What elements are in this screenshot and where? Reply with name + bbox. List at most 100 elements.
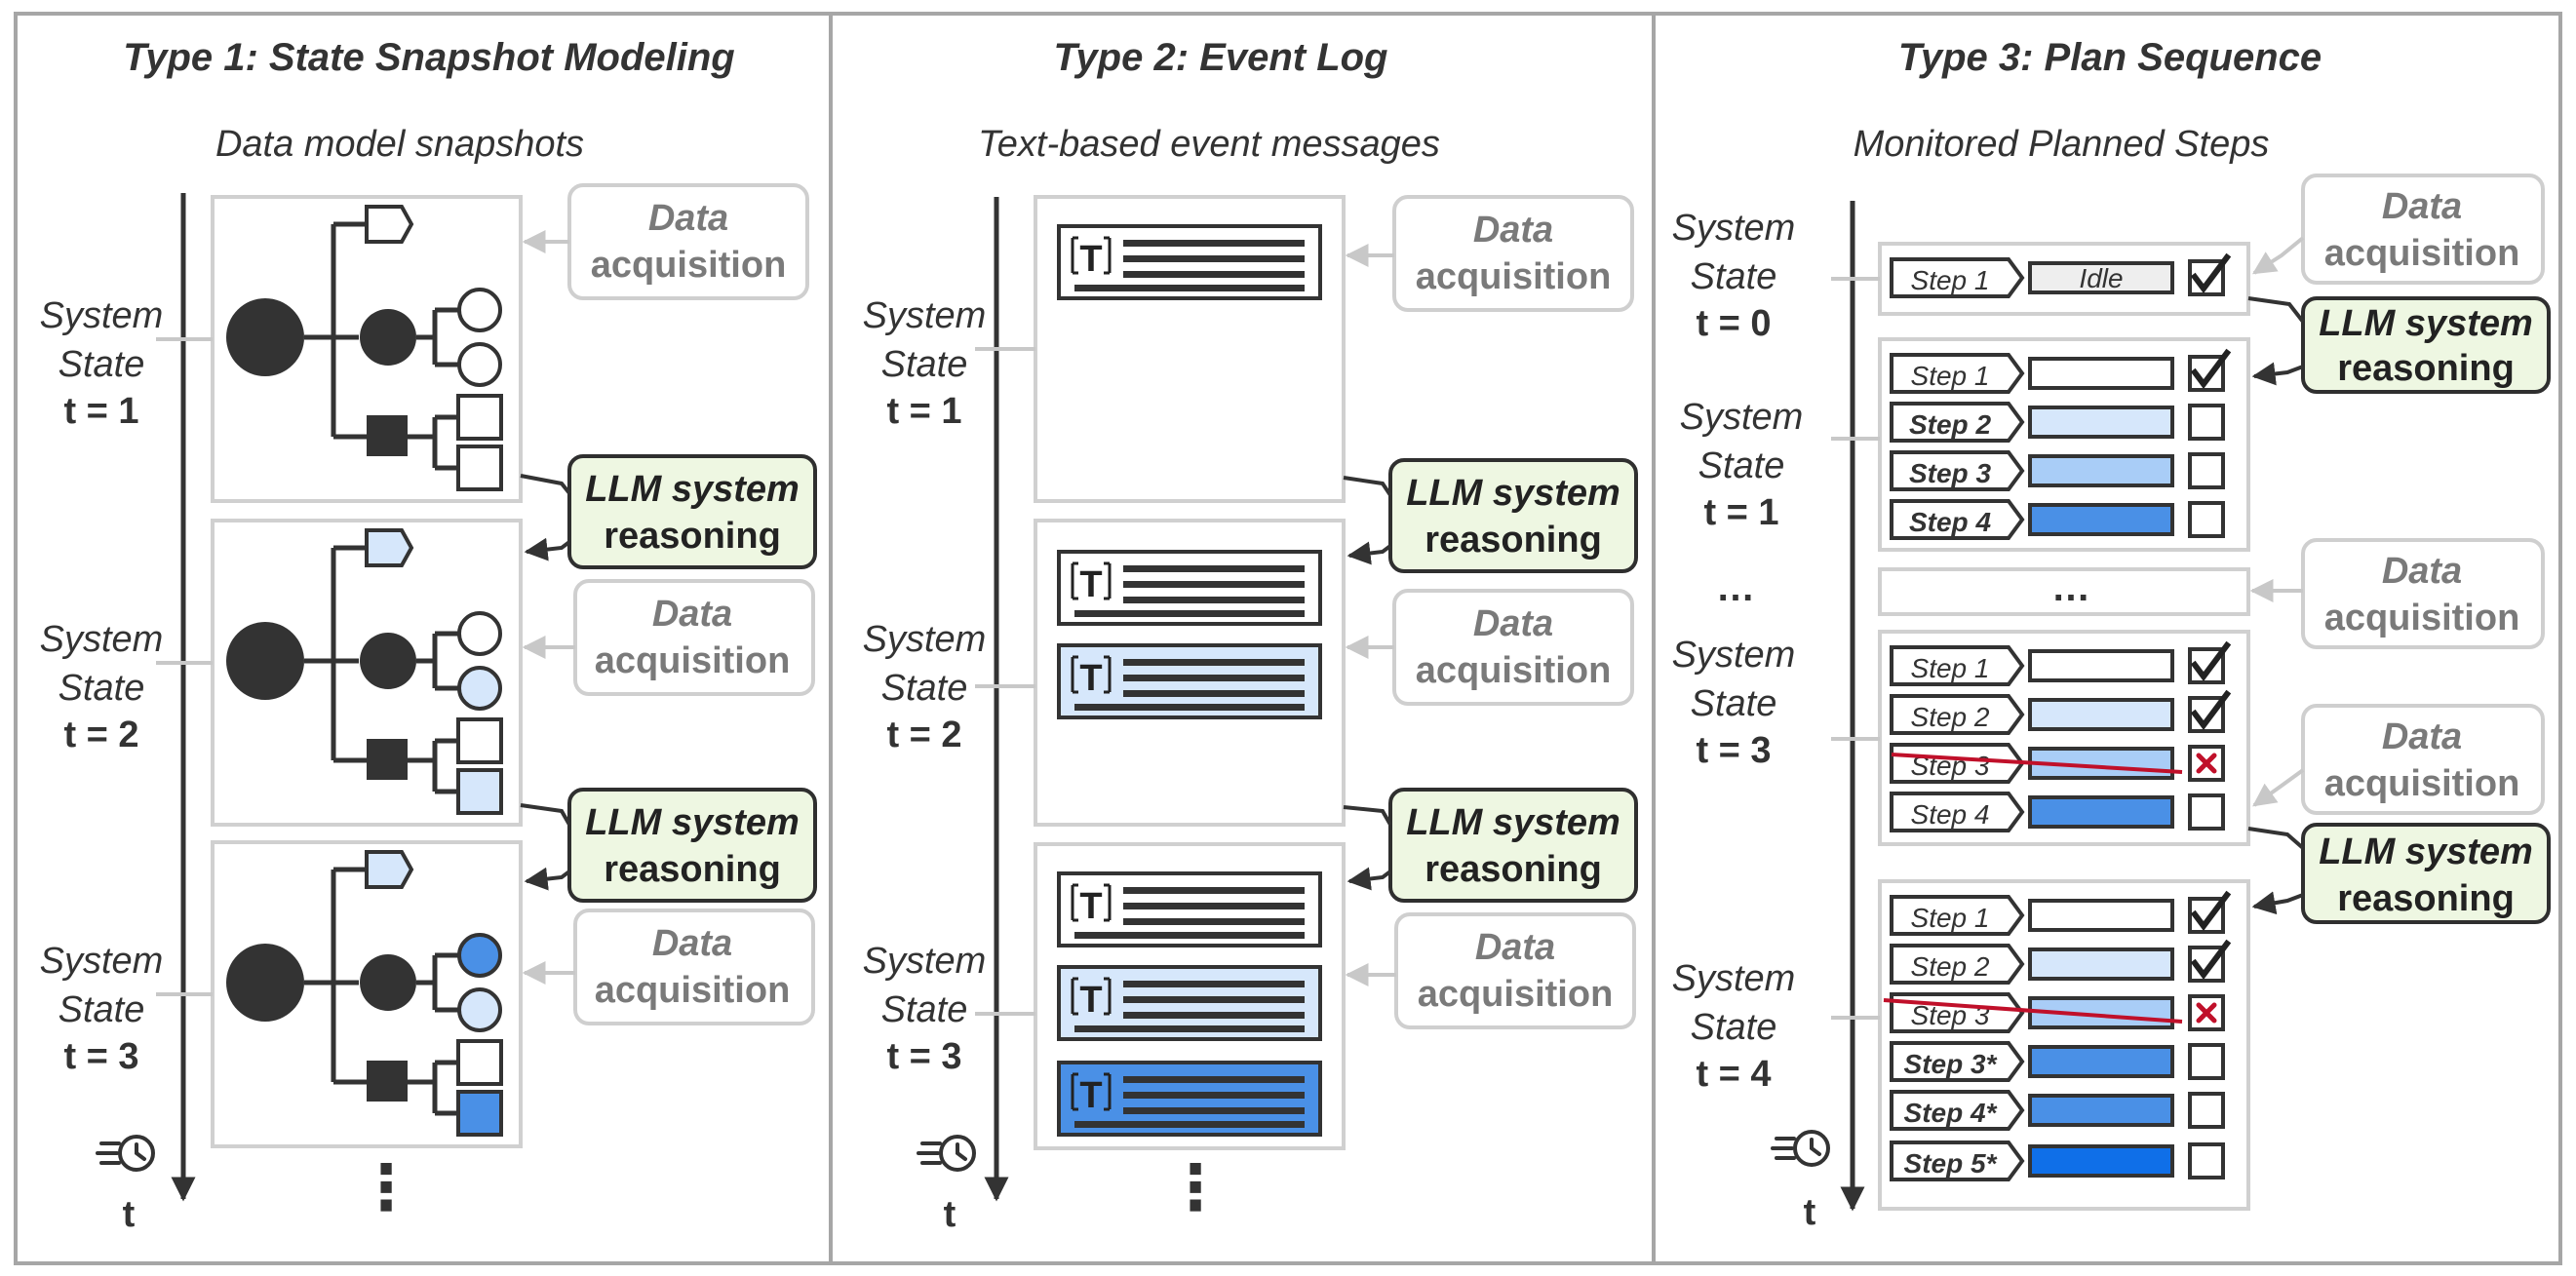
svg-text:t = 2: t = 2: [63, 715, 138, 755]
svg-text:LLM system: LLM system: [1406, 473, 1620, 514]
plan-box: Step 1 Step 2 Step 3 Step 4: [1878, 630, 2250, 846]
svg-text:reasoning: reasoning: [2337, 348, 2515, 389]
state-label: System State t = 4: [1672, 958, 1880, 1095]
svg-text:Data: Data: [1475, 927, 1555, 968]
svg-text:LLM system: LLM system: [2319, 831, 2533, 872]
plan-box: Step 1 Idle: [1878, 242, 2250, 316]
svg-text:System: System: [863, 295, 987, 336]
text-document-icon: [1057, 871, 1322, 947]
checkmark-icon: [2190, 645, 2227, 682]
state-label: System State t = 0: [1672, 208, 1880, 344]
svg-text:Step 4*: Step 4*: [1904, 1098, 1998, 1128]
svg-text:acquisition: acquisition: [2324, 763, 2520, 804]
svg-text:…: …: [2051, 566, 2090, 609]
checkmark-icon: [2190, 895, 2227, 932]
svg-text:reasoning: reasoning: [1425, 520, 1602, 561]
state-label: System State t = 1: [40, 295, 213, 432]
svg-text:System: System: [40, 619, 164, 660]
svg-text:System: System: [40, 941, 164, 982]
checkmark-icon: [2190, 694, 2227, 731]
panel-title: Type 3: Plan Sequence: [1898, 36, 2322, 79]
svg-text:acquisition: acquisition: [2324, 598, 2520, 638]
svg-text:reasoning: reasoning: [1425, 849, 1602, 890]
svg-text:Data: Data: [652, 594, 732, 635]
svg-text:Step 2: Step 2: [1911, 951, 1990, 982]
svg-text:System: System: [1680, 397, 1804, 438]
panel-subtitle: Monitored Planned Steps: [1854, 124, 2270, 165]
svg-text:LLM system: LLM system: [585, 469, 800, 510]
svg-text:System: System: [1672, 208, 1796, 249]
svg-text:System: System: [863, 619, 987, 660]
state-label: System State t = 3: [863, 941, 1035, 1077]
svg-text:t = 2: t = 2: [886, 715, 961, 755]
svg-text:Step 4: Step 4: [1909, 507, 1991, 537]
data-acquisition-callout: Data acquisition: [2249, 538, 2545, 649]
svg-text:reasoning: reasoning: [604, 516, 781, 557]
empty-checkbox: [2188, 452, 2225, 489]
svg-text:Data: Data: [2382, 716, 2462, 757]
panel-subtitle: Text-based event messages: [978, 124, 1440, 165]
llm-reasoning-callout: LLM system reasoning: [1343, 458, 1638, 573]
data-acquisition-callout: Data acquisition: [2252, 704, 2545, 815]
cross-icon: [2190, 747, 2223, 780]
svg-text:t = 3: t = 3: [63, 1036, 138, 1077]
state-label: System State t = 3: [1672, 635, 1880, 771]
svg-text:LLM system: LLM system: [2319, 303, 2533, 344]
outer-frame: [14, 12, 2562, 1265]
svg-text:Data: Data: [2382, 551, 2462, 592]
svg-text:State: State: [59, 989, 145, 1030]
svg-text:State: State: [1691, 683, 1777, 724]
panel-title: Type 1: State Snapshot Modeling: [123, 36, 734, 79]
svg-text:State: State: [1691, 1007, 1777, 1048]
svg-text:acquisition: acquisition: [2324, 233, 2520, 274]
data-acquisition-callout: Data acquisition: [1345, 195, 1634, 312]
state-label: System State t = 3: [40, 941, 213, 1077]
svg-text:t = 1: t = 1: [886, 391, 961, 432]
clock-history-icon: [1771, 1130, 1830, 1167]
plan-box: Step 1 Step 2 Step 3 Step 4: [1878, 337, 2250, 552]
llm-reasoning-callout: LLM system reasoning: [520, 454, 817, 569]
snapshot-box: [211, 519, 523, 827]
svg-text:LLM system: LLM system: [1406, 802, 1620, 843]
svg-text:State: State: [59, 668, 145, 709]
panel-title: Type 2: Event Log: [1053, 36, 1387, 79]
svg-text:LLM system: LLM system: [585, 802, 800, 843]
checkmark-icon: [2190, 257, 2227, 294]
empty-checkbox: [2188, 1142, 2225, 1179]
strike-through: [1883, 998, 2183, 1024]
data-acquisition-callout: Data acquisition: [522, 909, 815, 1025]
svg-text:System: System: [863, 941, 987, 982]
svg-text:acquisition: acquisition: [1416, 650, 1612, 691]
svg-text:reasoning: reasoning: [604, 849, 781, 890]
llm-reasoning-callout: LLM system reasoning: [2247, 823, 2551, 924]
svg-text:System: System: [1672, 958, 1796, 999]
state-label: System State t = 2: [40, 619, 213, 755]
empty-checkbox: [2188, 404, 2225, 441]
idle-label: Idle: [2079, 263, 2123, 293]
svg-text:t = 3: t = 3: [886, 1036, 961, 1077]
text-document-icon: [1057, 550, 1322, 626]
empty-checkbox: [2188, 1092, 2225, 1129]
svg-text:reasoning: reasoning: [2337, 878, 2515, 919]
svg-text:acquisition: acquisition: [1418, 974, 1614, 1015]
svg-text:Data: Data: [648, 198, 728, 239]
svg-text:Step 5*: Step 5*: [1904, 1148, 1998, 1179]
svg-text:System: System: [40, 295, 164, 336]
svg-text:Step 1: Step 1: [1911, 361, 1990, 391]
idle-bar: [2028, 261, 2174, 294]
svg-text:Step 1: Step 1: [1911, 653, 1990, 683]
empty-checkbox: [2188, 793, 2225, 831]
checkmark-icon: [2190, 353, 2227, 390]
svg-text:Step 3*: Step 3*: [1904, 1049, 1998, 1079]
svg-text:Step 2: Step 2: [1911, 702, 1990, 732]
svg-text:t = 3: t = 3: [1696, 730, 1771, 771]
text-document-icon: [1057, 965, 1322, 1041]
data-acquisition-callout: Data acquisition: [522, 579, 815, 696]
svg-text:Step 1: Step 1: [1911, 903, 1990, 933]
svg-text:State: State: [881, 989, 968, 1030]
svg-text:State: State: [59, 344, 145, 385]
svg-text:acquisition: acquisition: [595, 640, 791, 681]
svg-text:Data: Data: [652, 923, 732, 964]
svg-text:System: System: [1672, 635, 1796, 676]
svg-text:State: State: [881, 668, 968, 709]
